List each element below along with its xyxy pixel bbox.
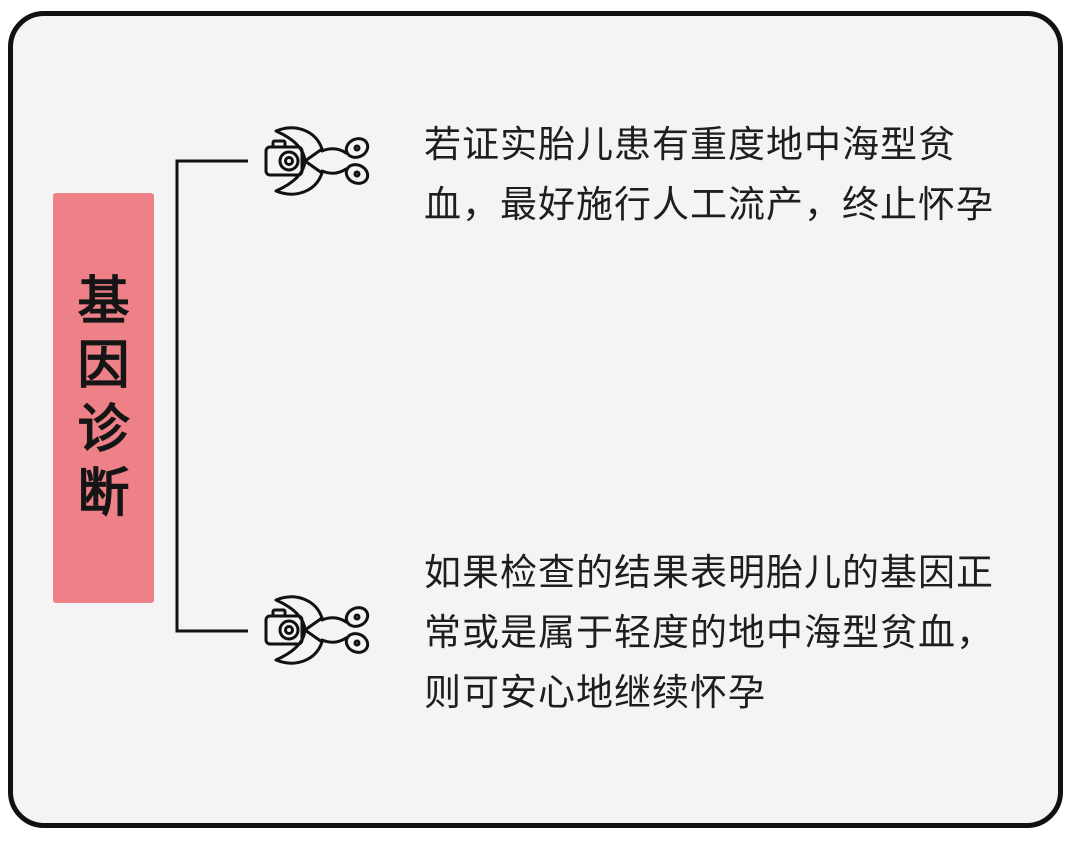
root-label: 基因诊断 <box>77 272 130 524</box>
scissors-camera-icon <box>264 595 370 665</box>
branch-text-1: 若证实胎儿患有重度地中海型贫血，最好施行人工流产，终止怀孕 <box>424 123 994 226</box>
branch-text-2: 如果检查的结果表明胎儿的基因正常或是属于轻度的地中海型贫血，则可安心地继续怀孕 <box>424 551 994 714</box>
root-node: 基因诊断 <box>53 193 154 603</box>
scissors-camera-icon <box>264 126 370 196</box>
